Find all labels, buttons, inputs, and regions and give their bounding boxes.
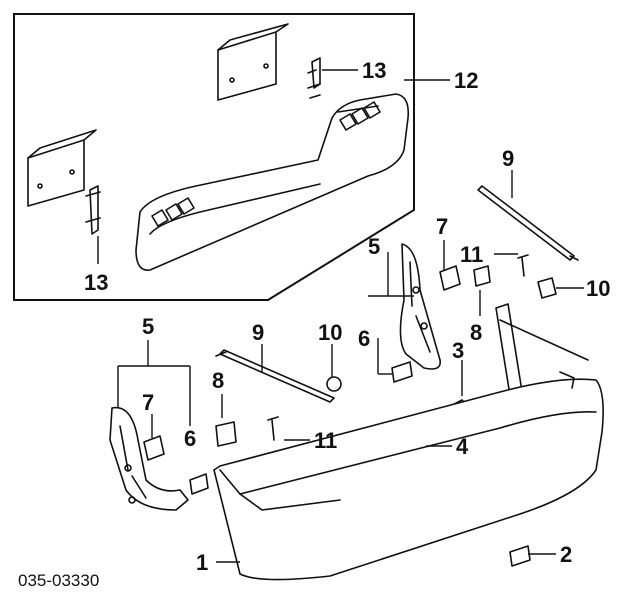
callout-8-left: 8: [212, 368, 224, 393]
inset-bracket-upper: [217, 23, 289, 101]
clip-8-left: [215, 421, 237, 447]
callout-7-right: 7: [436, 214, 448, 239]
callout-11-right: 11: [460, 242, 483, 267]
callout-12: 12: [454, 68, 478, 93]
callout-13-upper: 13: [362, 58, 386, 83]
bumper-fascia: [213, 371, 604, 581]
diagram-code: 035-03330: [18, 571, 99, 590]
nut-10-left: [326, 376, 342, 392]
clip-7-right: [439, 265, 461, 291]
callout-8-right: 8: [470, 320, 482, 345]
callout-3: 3: [452, 338, 464, 363]
side-bracket-center: [399, 243, 441, 370]
callout-10-right: 10: [586, 276, 610, 301]
screw-11-right: [517, 254, 529, 277]
clip-8-right: [473, 265, 491, 287]
callout-9-upper: 9: [502, 146, 514, 171]
callout-5-left: 5: [142, 314, 154, 339]
inset-bolts-upper: [307, 57, 321, 99]
callout-6-left: 6: [184, 426, 196, 451]
bumper-stay-lower: [215, 349, 335, 403]
callout-5-right: 5: [368, 234, 380, 259]
callout-11-lower: 11: [314, 428, 337, 453]
bumper-stay-upper: [477, 185, 579, 261]
bumper-absorber: [135, 93, 410, 271]
callout-10-lower: 10: [318, 320, 342, 345]
retainer-6-left: [189, 473, 209, 495]
nut-10-right: [537, 277, 557, 299]
callout-1: 1: [196, 550, 208, 575]
screw-11-left: [267, 416, 279, 441]
leader-lines: [97, 69, 584, 563]
rivet-2: [509, 545, 531, 567]
retainer-6-center: [391, 361, 413, 383]
callout-9-lower: 9: [252, 320, 264, 345]
inset-frame: [13, 13, 415, 301]
clip-7-left: [143, 435, 165, 461]
inset-bracket-lower: [27, 129, 97, 207]
inset-bolts-lower: [85, 185, 101, 235]
callout-7-left: 7: [142, 390, 154, 415]
callout-6-center: 6: [358, 326, 370, 351]
callout-13-lower: 13: [84, 270, 108, 295]
side-bracket-left: [109, 406, 189, 511]
callout-4: 4: [456, 434, 469, 459]
callout-2: 2: [560, 542, 572, 567]
